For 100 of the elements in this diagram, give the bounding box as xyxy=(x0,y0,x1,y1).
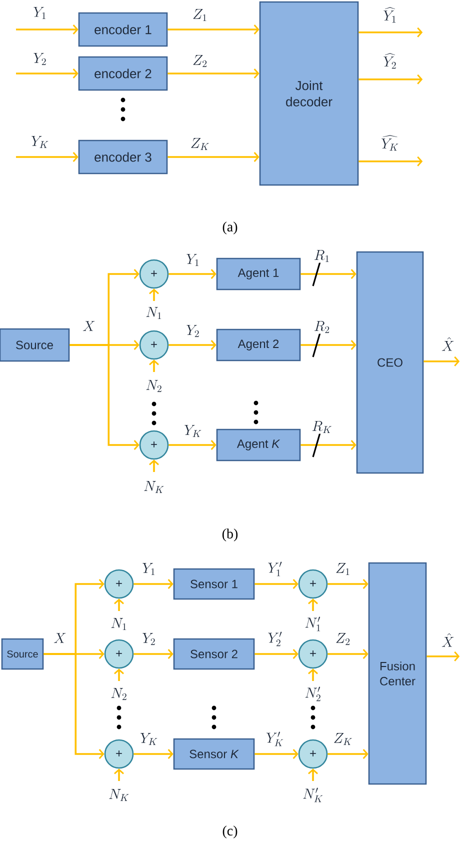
arrow xyxy=(308,598,318,611)
edge-label: $Y_K$ xyxy=(139,732,159,746)
summing-junction: + xyxy=(139,259,169,289)
process-box: Fusion Center xyxy=(368,562,427,785)
arrow xyxy=(16,24,78,34)
process-box: Joint decoder xyxy=(259,1,359,186)
arrow xyxy=(358,74,423,84)
process-box: Agent K xyxy=(216,428,301,462)
edge-label: $\hat{X}$ xyxy=(440,632,456,648)
arrow xyxy=(16,152,78,162)
arrow xyxy=(426,651,460,662)
edge-label: $Y_2$ xyxy=(185,324,201,338)
edge-label: $Y_1$ xyxy=(185,253,201,267)
edge-label: $R_K$ xyxy=(310,420,334,434)
process-box: Source xyxy=(0,328,70,362)
edge-label: $Z_1$ xyxy=(192,8,208,22)
edge-label: $N_2$ xyxy=(144,379,164,393)
process-box: Sensor 2 xyxy=(173,638,255,670)
edge-label: $Y_1'$ xyxy=(266,561,284,577)
process-box: Sensor 1 xyxy=(173,568,255,600)
arrow xyxy=(149,360,159,372)
summing-junction: + xyxy=(298,569,328,599)
edge-label: $\widehat{Y_2}$ xyxy=(382,52,398,70)
arrow xyxy=(328,649,368,659)
arrow xyxy=(308,768,318,781)
process-box: Sensor K xyxy=(173,738,255,770)
edge-label: $Z_2$ xyxy=(192,54,208,68)
edge-label: $Y_K$ xyxy=(183,424,203,438)
edge-label: $R_2$ xyxy=(313,320,331,334)
summing-junction: + xyxy=(298,739,328,769)
arrow xyxy=(254,649,298,659)
edge-label: $Z_K$ xyxy=(190,137,210,151)
arrow xyxy=(328,579,368,589)
arrow xyxy=(134,579,174,589)
arrow xyxy=(168,152,260,162)
arrow xyxy=(16,68,78,78)
arrow xyxy=(168,24,260,34)
arrow xyxy=(168,68,260,78)
edge-label: $\widehat{Y_1}$ xyxy=(382,6,398,24)
process-box: CEO xyxy=(356,251,424,474)
arrow xyxy=(168,269,216,279)
edge-label: $Y_K'$ xyxy=(265,731,285,747)
edge-label: $Y_2'$ xyxy=(266,631,284,647)
edge-label: $N_K$ xyxy=(142,480,166,494)
summing-junction: + xyxy=(139,430,169,460)
summing-junction: + xyxy=(298,639,328,669)
arrow xyxy=(424,356,460,366)
panel-caption: (b) xyxy=(222,528,238,542)
arrow xyxy=(114,598,124,611)
edge-label: $Z_2$ xyxy=(334,632,352,646)
arrow xyxy=(114,768,124,781)
arrow xyxy=(168,340,216,350)
arrow xyxy=(149,460,159,472)
edge-label: $Y_1$ xyxy=(32,6,48,20)
arrow xyxy=(328,749,368,759)
arrow xyxy=(134,749,174,759)
arrow xyxy=(300,340,356,350)
edge-label: $N_2$ xyxy=(110,687,128,701)
arrow xyxy=(308,668,318,681)
edge-label: $X$ xyxy=(82,320,96,332)
arrow xyxy=(254,749,298,759)
arrow xyxy=(149,288,159,301)
process-box: encoder 1 xyxy=(78,12,168,47)
panel-caption: (c) xyxy=(222,826,238,838)
arrow xyxy=(70,344,140,450)
edge-label: $N_1$ xyxy=(110,617,128,631)
edge-label: $N_K'$ xyxy=(302,787,324,803)
arrow xyxy=(168,440,216,450)
edge-label: $N_2'$ xyxy=(304,686,322,702)
panel-caption: (a) xyxy=(222,222,238,234)
arrow xyxy=(358,27,423,38)
edge-label: $R_1$ xyxy=(313,249,331,263)
arrow xyxy=(254,579,298,589)
arrow xyxy=(300,269,356,279)
arrow xyxy=(134,649,174,659)
edge-label: $\hat{X}$ xyxy=(440,336,456,352)
arrow xyxy=(44,653,104,759)
summing-junction: + xyxy=(104,639,134,669)
edge-label: $Y_2$ xyxy=(32,52,48,66)
process-box: Agent 2 xyxy=(216,328,301,362)
edge-label: $Z_1$ xyxy=(334,562,352,576)
edge-label: $N_K$ xyxy=(108,788,130,802)
process-box: Agent 1 xyxy=(216,258,301,290)
process-box: encoder 2 xyxy=(78,56,168,91)
summing-junction: + xyxy=(104,739,134,769)
edge-label: $X$ xyxy=(52,632,68,644)
edge-label: $N_1'$ xyxy=(304,616,322,632)
arrow xyxy=(114,668,124,681)
process-box: Source xyxy=(1,638,44,670)
edge-label: $Y_2$ xyxy=(141,632,157,646)
process-box: encoder 3 xyxy=(78,140,168,174)
summing-junction: + xyxy=(104,569,134,599)
edge-label: $Z_K$ xyxy=(332,732,354,746)
edge-label: $N_1$ xyxy=(144,306,164,320)
arrow xyxy=(300,440,356,450)
edge-label: $\widehat{Y_K}$ xyxy=(380,134,400,152)
summing-junction: + xyxy=(139,330,169,360)
arrow xyxy=(358,156,423,166)
edge-label: $Y_K$ xyxy=(30,135,50,149)
edge-label: $Y_1$ xyxy=(141,562,157,576)
